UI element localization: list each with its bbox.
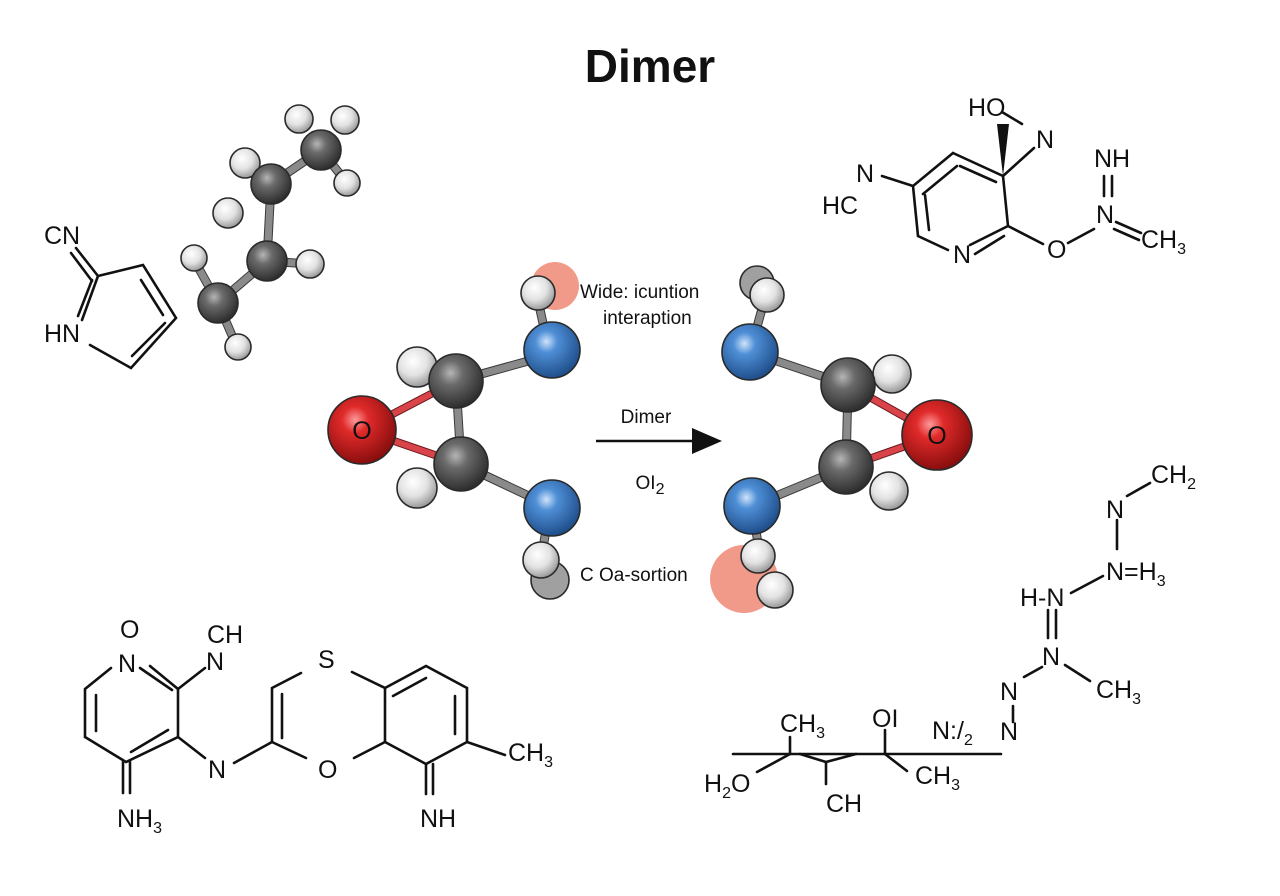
nitrogen-atom: [523, 479, 581, 537]
hydrogen-atom: [522, 541, 560, 579]
label-o-top: O: [120, 616, 139, 644]
label-hn: H-N: [1020, 584, 1064, 612]
hydrogen-atom: [520, 275, 556, 311]
hydrogen-atom: [869, 471, 909, 511]
hydrogen-atom: [330, 105, 360, 135]
label-n1: N: [1106, 496, 1124, 524]
label-n-bridge: N: [208, 756, 226, 784]
arrow-label-top: Dimer: [621, 407, 672, 428]
structure-bottom-left: O N CH N N NH3 S O CH3 NH: [83, 616, 553, 837]
label-ch: CH: [826, 790, 862, 818]
carbon-atom: [428, 353, 484, 409]
label-s: S: [318, 646, 335, 674]
structure-bottom-right: CH2 N N=H3 H-N N CH3 N N CH3 OI N:/2 H2O…: [704, 461, 1196, 818]
label-o: O: [1047, 236, 1066, 264]
label-n-half: N:/2: [932, 717, 973, 749]
reaction-arrow: Dimer OI2: [596, 407, 722, 498]
label-n: N: [1036, 126, 1054, 154]
molecule-left: O: [327, 262, 581, 600]
hydrogen-atom: [333, 169, 361, 197]
nitrogen-atom: [721, 323, 779, 381]
label-n-imine: N: [1096, 201, 1114, 229]
annotation-top-line2: interaption: [603, 308, 692, 329]
label-hc: HC: [822, 192, 858, 220]
hydrogen-atom: [740, 538, 776, 574]
hydrogen-atom: [180, 244, 208, 272]
hydrogen-atom: [756, 571, 794, 609]
label-n-side: N: [206, 648, 224, 676]
hydrogen-atom: [212, 197, 244, 229]
label-ch: CH: [207, 621, 243, 649]
hydrogen-atom: [872, 354, 912, 394]
label-nh3: NH3: [117, 805, 162, 837]
carbon-atom: [197, 282, 239, 324]
label-o-ring: O: [318, 756, 337, 784]
carbon-atom: [818, 439, 874, 495]
hydrogen-atom: [224, 333, 252, 361]
annotation-top-line1: Wide: icuntion: [580, 282, 699, 303]
carbon-atom: [820, 357, 876, 413]
label-n4: N: [1000, 678, 1018, 706]
molecule-right: O: [710, 265, 973, 613]
label-ch2: CH2: [1151, 461, 1196, 493]
carbon-atom: [300, 129, 342, 171]
label-n-ring: N: [118, 650, 136, 678]
label-cn: CN: [44, 222, 80, 250]
label-nh: NH: [420, 805, 456, 833]
oxygen-atom: [327, 395, 397, 465]
structure-top-right-pyridine: N HC HO N N O NH N CH3: [822, 94, 1186, 269]
label-ol: OI: [872, 705, 898, 733]
label-n5: N: [1000, 718, 1018, 746]
label-ch3b: CH3: [780, 710, 825, 742]
diagram-title: Dimer: [585, 40, 715, 92]
label-ch3c: CH3: [915, 762, 960, 794]
label-nh: NH: [1094, 145, 1130, 173]
structure-top-left-ring: CN HN: [44, 222, 178, 370]
nitrogen-atom: [523, 321, 581, 379]
label-ch3a: CH3: [1096, 676, 1141, 708]
label-oxygen-left: O: [352, 417, 371, 445]
nitrogen-atom: [723, 477, 781, 535]
carbon-atom: [246, 240, 288, 282]
label-ch3: CH3: [1141, 226, 1186, 258]
label-n: N: [856, 160, 874, 188]
structure-ball-stick-chain: [180, 104, 361, 361]
hydrogen-atom: [284, 104, 314, 134]
arrow-label-bottom: OI2: [636, 473, 665, 498]
label-oxygen-right: O: [927, 422, 946, 450]
hydrogen-atom: [229, 147, 261, 179]
label-hn: HN: [44, 320, 80, 348]
carbon-atom: [250, 163, 292, 205]
hydrogen-atom: [396, 467, 438, 509]
annotation-bottom: C Oa-sortion: [580, 565, 688, 586]
oxygen-atom: [901, 399, 973, 471]
hydrogen-atom: [749, 277, 785, 313]
label-n3: N: [1042, 643, 1060, 671]
label-n2: N=H3: [1106, 558, 1166, 590]
label-h2o: H2O: [704, 770, 750, 802]
carbon-atom: [433, 436, 489, 492]
label-ch3: CH3: [508, 739, 553, 771]
label-ho: HO: [968, 94, 1006, 122]
label-n-ring: N: [953, 241, 971, 269]
hydrogen-atom: [295, 249, 325, 279]
